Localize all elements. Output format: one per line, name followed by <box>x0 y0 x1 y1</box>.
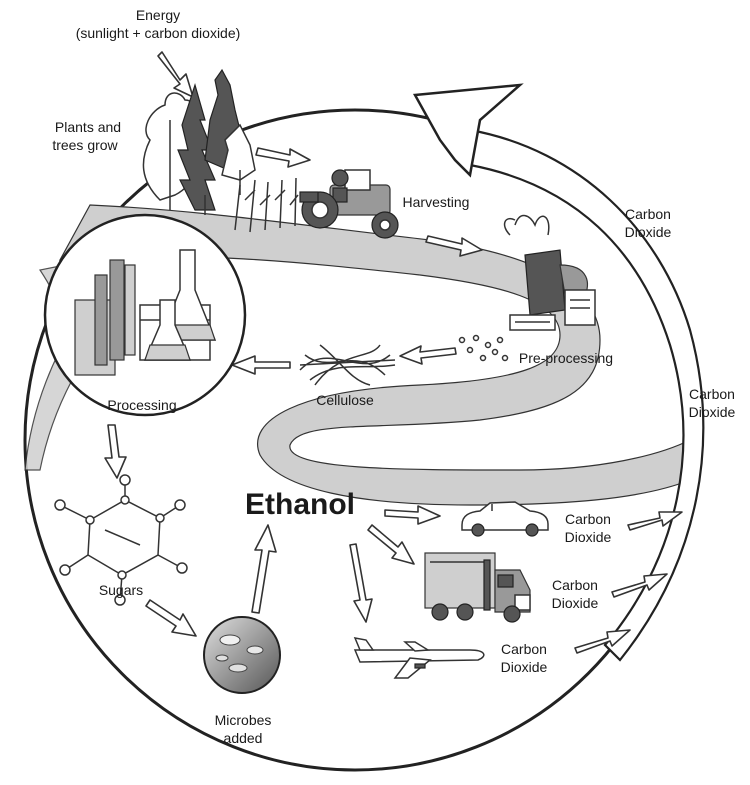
co2-car-label-2: Dioxide <box>565 529 612 545</box>
preprocessing-label: Pre-processing <box>519 350 613 366</box>
energy-sub-label: (sunlight + carbon dioxide) <box>76 25 241 41</box>
crop-icon <box>234 177 299 233</box>
truck-icon <box>424 552 531 623</box>
arrow-to-ethanol <box>251 524 277 614</box>
trees-icon <box>142 68 256 215</box>
cellulose-fibers-icon <box>299 344 396 386</box>
energy-label: Energy <box>136 7 180 23</box>
return-arrow-head <box>412 83 524 178</box>
arrow-to-microbes <box>145 599 197 637</box>
arrow-co2-car <box>627 511 683 531</box>
microbes-label-1: Microbes <box>215 712 272 728</box>
arrow-to-harvest <box>255 147 311 168</box>
plants-label-1: Plants and <box>55 119 121 135</box>
ethanol-label: Ethanol <box>245 488 355 521</box>
airplane-icon <box>353 637 485 679</box>
microbes-label-2: added <box>224 730 263 746</box>
arrow-ethanol-to-car <box>384 505 441 525</box>
co2-truck-label-1: Carbon <box>552 577 598 593</box>
processing-label: Processing <box>107 397 176 413</box>
arrow-to-preprocessing <box>425 235 483 257</box>
arrow-co2-truck <box>611 573 668 598</box>
refinery-icon <box>43 213 247 417</box>
harvesting-label: Harvesting <box>403 194 470 210</box>
co2-plane-label-2: Dioxide <box>501 659 548 675</box>
car-icon <box>461 501 549 537</box>
arrow-to-sugars <box>104 424 127 479</box>
co2-car-label-1: Carbon <box>565 511 611 527</box>
plants-label-2: trees grow <box>52 137 118 153</box>
cellulose-label: Cellulose <box>316 392 374 408</box>
sugars-label: Sugars <box>99 582 143 598</box>
arrow-ethanol-to-truck <box>367 524 415 565</box>
arrow-to-processing <box>231 355 291 375</box>
co2-top-label-2: Dioxide <box>625 224 672 240</box>
arrow-co2-plane <box>574 629 631 654</box>
grinder-icon <box>503 214 596 331</box>
energy-arrow <box>157 51 194 98</box>
wood-chips <box>458 334 509 362</box>
arrow-ethanol-to-plane <box>349 543 373 623</box>
sugar-molecule-icon <box>54 474 188 606</box>
tractor-icon <box>299 169 399 239</box>
co2-truck-label-2: Dioxide <box>552 595 599 611</box>
co2-right-label-1: Carbon <box>689 386 735 402</box>
arrow-to-cellulose <box>399 345 457 365</box>
co2-right-label-2: Dioxide <box>689 404 736 420</box>
co2-top-label-1: Carbon <box>625 206 671 222</box>
co2-plane-label-1: Carbon <box>501 641 547 657</box>
return-arrow-band <box>468 128 705 662</box>
microbes-icon <box>203 616 281 694</box>
